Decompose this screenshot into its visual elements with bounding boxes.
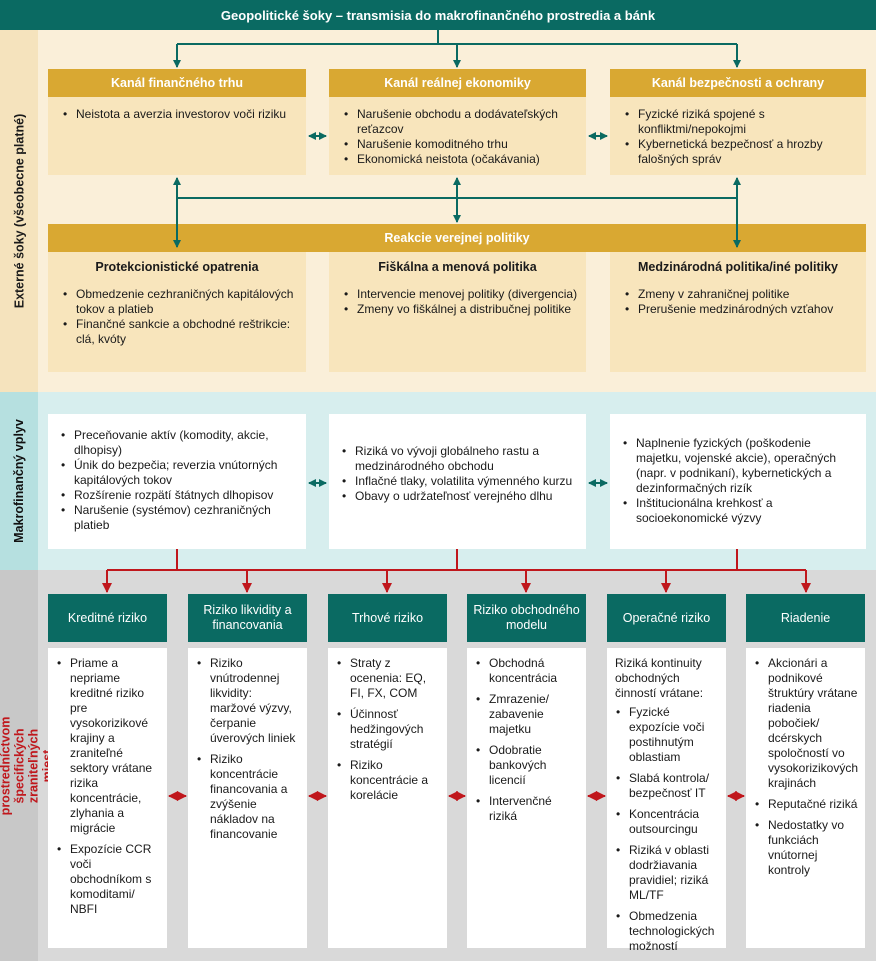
risk-item: Riziká v oblasti dodržiavania pravidiel;… — [613, 843, 720, 903]
policy-fiscal-item: Intervencie menovej politiky (divergenci… — [341, 287, 578, 302]
channel-real-economy-title: Kanál reálnej ekonomiky — [329, 69, 586, 97]
risk-item: Účinnosť hedžingových stratégií — [334, 707, 441, 752]
risk-liquidity-body: Riziko vnútrodennej likvidity: maržové v… — [188, 648, 307, 948]
policy-fiscal-item: Zmeny vo fiškálnej a distribučnej politi… — [341, 302, 578, 317]
risk-item: Priame a nepriame kreditné riziko pre vy… — [54, 656, 161, 836]
channel-real-economy-item: Narušenie komoditného trhu — [341, 137, 578, 152]
channel-financial-title: Kanál finančného trhu — [48, 69, 306, 97]
macro-item: Narušenie (systémov) cezhraničných plati… — [58, 503, 298, 533]
macro-item: Inštitucionálna krehkosť a socioekonomic… — [620, 496, 858, 526]
policy-fiscal-box: Fiškálna a menová politika Intervencie m… — [329, 252, 586, 372]
risk-operational-body: Riziká kontinuity obchodných činností vr… — [607, 648, 726, 953]
risk-credit-title: Kreditné riziko — [48, 594, 167, 642]
channel-financial-item: Neistota a averzia investorov voči rizik… — [60, 107, 298, 122]
macro-item: Únik do bezpečia; reverzia vnútorných ka… — [58, 458, 298, 488]
policy-reactions-title: Reakcie verejnej politiky — [48, 224, 866, 252]
channel-financial-body: Neistota a averzia investorov voči rizik… — [48, 97, 306, 175]
risk-item: Expozície CCR voči obchodníkom s komodit… — [54, 842, 161, 917]
risk-item: Obchodná koncentrácia — [473, 656, 580, 686]
channel-real-economy-body: Narušenie obchodu a dodávateľských reťaz… — [329, 97, 586, 175]
risk-item: Intervenčné riziká — [473, 794, 580, 824]
risk-credit-body: Priame a nepriame kreditné riziko pre vy… — [48, 648, 167, 948]
policy-protectionist-title: Protekcionistické opatrenia — [95, 260, 259, 274]
macro-box-security: Naplnenie fyzických (poškodenie majetku,… — [610, 414, 866, 549]
macro-item: Obavy o udržateľnosť verejného dlhu — [339, 489, 578, 504]
channel-security-title: Kanál bezpečnosti a ochrany — [610, 69, 866, 97]
external-shocks-label-strip: Externé šoky (všeobecne platné) — [0, 30, 38, 392]
policy-international-title: Medzinárodná politika/iné politiky — [637, 260, 839, 274]
risk-item: Odobratie bankových licencií — [473, 743, 580, 788]
risk-governance-body: Akcionári a podnikové štruktúry vrátane … — [746, 648, 865, 948]
policy-protectionist-item: Obmedzenie cezhraničných kapitálových to… — [60, 287, 298, 317]
risk-item: Riziko vnútrodennej likvidity: maržové v… — [194, 656, 301, 746]
risk-item: Obmedzenia technologických možností — [613, 909, 720, 954]
channel-security-item: Fyzické riziká spojené s konfliktmi/nepo… — [622, 107, 858, 137]
channel-security-item: Kybernetická bezpečnosť a hrozby falošný… — [622, 137, 858, 167]
policy-fiscal-title: Fiškálna a menová politika — [378, 260, 537, 274]
risk-operational-title: Operačné riziko — [607, 594, 726, 642]
channel-real-economy-item: Ekonomická neistota (očakávania) — [341, 152, 578, 167]
policy-international-box: Medzinárodná politika/iné politiky Zmeny… — [610, 252, 866, 372]
policy-international-item: Prerušenie medzinárodných vzťahov — [622, 302, 858, 317]
risk-item: Straty z ocenenia: EQ, FI, FX, COM — [334, 656, 441, 701]
macro-box-financial: Preceňovanie aktív (komodity, akcie, dlh… — [48, 414, 306, 549]
risk-item: Riziko koncentrácie financovania a zvýše… — [194, 752, 301, 842]
policy-international-item: Zmeny v zahraničnej politike — [622, 287, 858, 302]
macro-item: Preceňovanie aktív (komodity, akcie, dlh… — [58, 428, 298, 458]
risk-item: Reputačné riziká — [752, 797, 859, 812]
risk-market-body: Straty z ocenenia: EQ, FI, FX, COM Účinn… — [328, 648, 447, 948]
risk-item: Fyzické expozície voči postihnutým oblas… — [613, 705, 720, 765]
channel-security-body: Fyzické riziká spojené s konfliktmi/nepo… — [610, 97, 866, 175]
policy-protectionist-box: Protekcionistické opatrenia Obmedzenie c… — [48, 252, 306, 372]
policy-protectionist-item: Finančné sankcie a obchodné reštrikcie: … — [60, 317, 298, 347]
risk-market-title: Trhové riziko — [328, 594, 447, 642]
macro-box-real-economy: Riziká vo vývoji globálneho rastu a medz… — [329, 414, 586, 549]
risk-business-model-body: Obchodná koncentrácia Zmrazenie/ zabaven… — [467, 648, 586, 948]
macro-impact-label-strip: Makrofinančný vplyv — [0, 392, 38, 570]
risk-item: Nedostatky vo funkciách vnútornej kontro… — [752, 818, 859, 878]
risk-item: Koncentrácia outsourcingu — [613, 807, 720, 837]
macro-item: Rozšírenie rozpätí štátnych dlhopisov — [58, 488, 298, 503]
risk-item: Slabá kontrola/ bezpečnosť IT — [613, 771, 720, 801]
risk-item: Akcionári a podnikové štruktúry vrátane … — [752, 656, 859, 791]
bank-impact-label-strip: Vplyv na banky prostredníctvom špecifick… — [0, 570, 54, 961]
risk-liquidity-title: Riziko likvidity a financovania — [188, 594, 307, 642]
channel-real-economy-item: Narušenie obchodu a dodávateľských reťaz… — [341, 107, 578, 137]
diagram-title: Geopolitické šoky – transmisia do makrof… — [0, 0, 876, 30]
macro-item: Riziká vo vývoji globálneho rastu a medz… — [339, 444, 578, 474]
risk-item: Zmrazenie/ zabavenie majetku — [473, 692, 580, 737]
macro-item: Inflačné tlaky, volatilita výmenného kur… — [339, 474, 578, 489]
risk-item: Riziko koncentrácie a korelácie — [334, 758, 441, 803]
risk-operational-intro: Riziká kontinuity obchodných činností vr… — [615, 656, 704, 700]
risk-business-model-title: Riziko obchodného modelu — [467, 594, 586, 642]
risk-governance-title: Riadenie — [746, 594, 865, 642]
macro-item: Naplnenie fyzických (poškodenie majetku,… — [620, 436, 858, 496]
